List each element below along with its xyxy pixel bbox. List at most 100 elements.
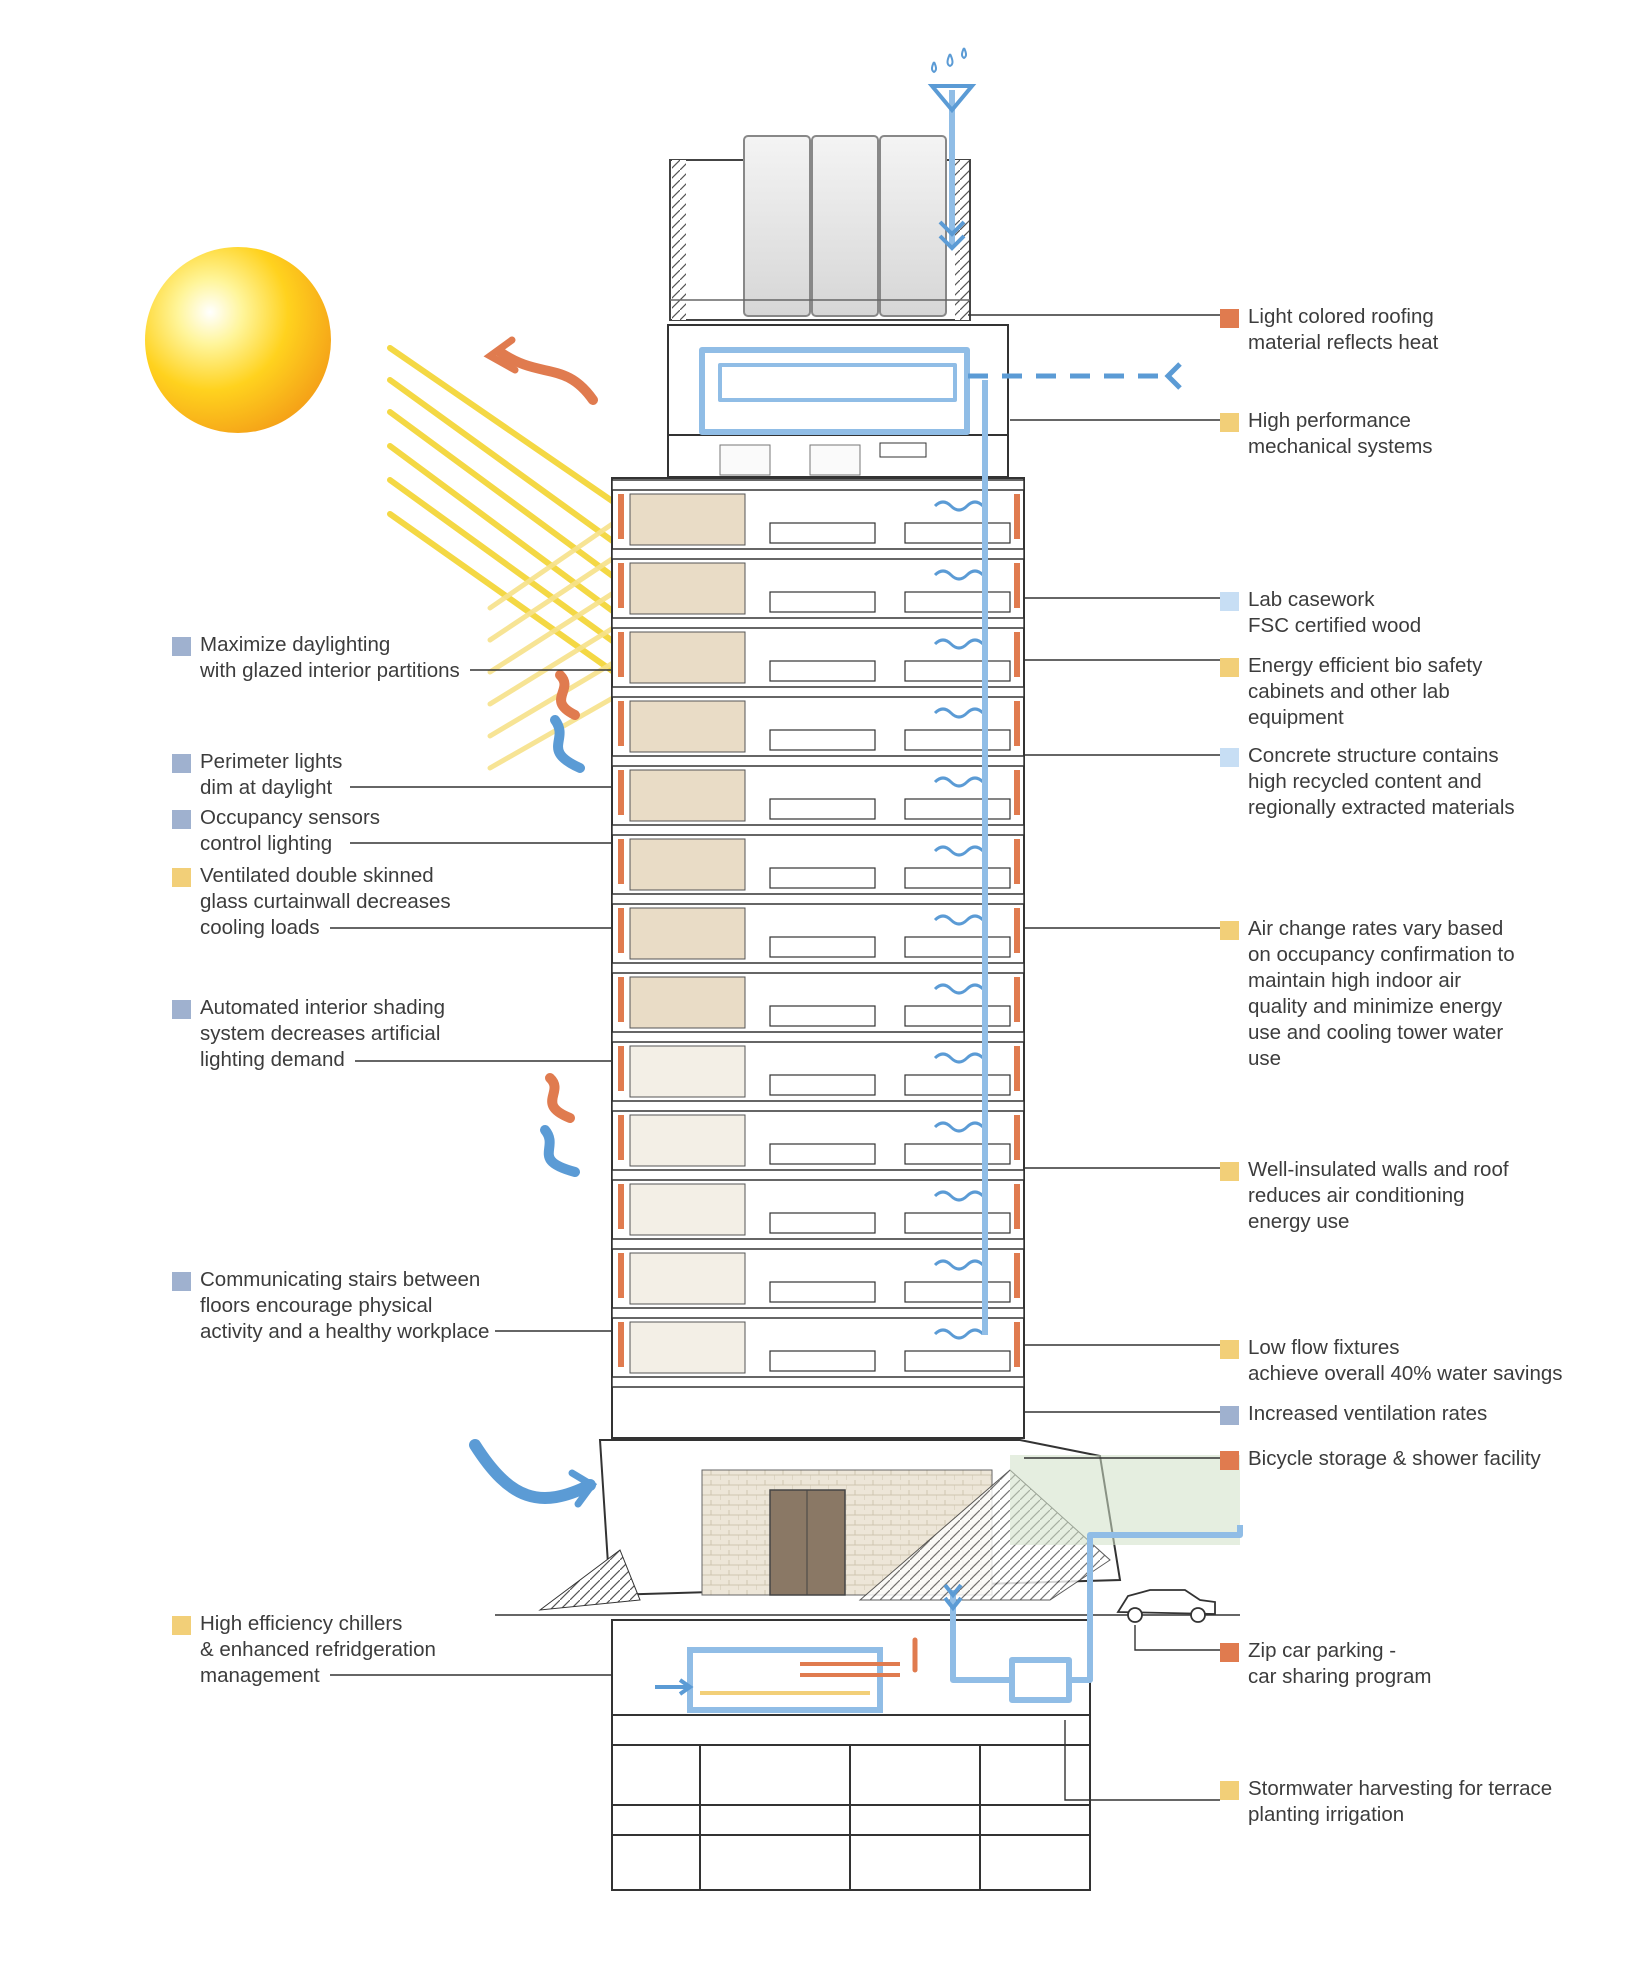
legend-swatch xyxy=(1220,921,1239,940)
lab-bench xyxy=(904,1212,1011,1234)
legend-swatch xyxy=(172,1616,191,1635)
legend-swatch xyxy=(1220,309,1239,328)
car-icon xyxy=(1116,1589,1216,1623)
legend-swatch xyxy=(1220,1781,1239,1800)
facade-accent xyxy=(618,770,624,815)
lab-bench xyxy=(769,936,876,958)
legend-swatch xyxy=(1220,748,1239,767)
lab-bench xyxy=(904,729,1011,751)
legend-swatch xyxy=(172,1000,191,1019)
facade-accent xyxy=(1014,563,1020,608)
floor-slab xyxy=(611,1238,1025,1250)
legend-swatch xyxy=(172,1272,191,1291)
airflow-squiggle xyxy=(933,914,985,926)
facade-accent xyxy=(618,494,624,539)
facade-accent xyxy=(618,1184,624,1229)
facade-accent xyxy=(618,839,624,884)
lab-bench xyxy=(904,1143,1011,1165)
lab-bench xyxy=(769,1350,876,1372)
facade-accent xyxy=(618,1322,624,1367)
lab-bench xyxy=(904,591,1011,613)
airflow-squiggle xyxy=(933,1121,985,1133)
lab-bench xyxy=(769,798,876,820)
rooftop-equipment xyxy=(669,135,971,321)
airflow-squiggle xyxy=(933,707,985,719)
facade-accent xyxy=(1014,1184,1020,1229)
office-bay xyxy=(629,769,746,822)
lab-bench xyxy=(904,660,1011,682)
office-bay xyxy=(629,976,746,1029)
facade-accent xyxy=(618,1115,624,1160)
legend-swatch xyxy=(1220,1451,1239,1470)
leader-lines xyxy=(330,314,1220,1801)
lab-bench xyxy=(769,1281,876,1303)
facade-accent xyxy=(618,1253,624,1298)
lab-bench xyxy=(904,798,1011,820)
facade-accent xyxy=(1014,977,1020,1022)
floor-slab xyxy=(611,479,1025,491)
lab-bench xyxy=(904,1350,1011,1372)
rain-inlet xyxy=(927,84,977,1612)
floor-slab xyxy=(611,824,1025,836)
office-bay xyxy=(629,631,746,684)
lab-bench xyxy=(769,591,876,613)
legend-swatch xyxy=(172,810,191,829)
lab-bench xyxy=(904,936,1011,958)
lab-bench xyxy=(904,867,1011,889)
legend-swatch xyxy=(1220,592,1239,611)
facade-accent xyxy=(618,977,624,1022)
lab-bench xyxy=(769,867,876,889)
facade-accent xyxy=(618,701,624,746)
legend-swatch xyxy=(1220,413,1239,432)
facade-accent xyxy=(1014,632,1020,677)
chiller-equipment xyxy=(655,1647,900,1713)
reflected-rays xyxy=(487,517,621,771)
facade-accent xyxy=(1014,701,1020,746)
floor-slab xyxy=(611,1100,1025,1112)
office-bay xyxy=(629,562,746,615)
lab-bench xyxy=(769,1074,876,1096)
floor-slab xyxy=(611,1376,1025,1388)
facade-accent xyxy=(1014,494,1020,539)
floor-slab xyxy=(611,1031,1025,1043)
facade-accent xyxy=(1014,1322,1020,1367)
office-bay xyxy=(629,1321,746,1374)
floor-slab xyxy=(611,962,1025,974)
legend-swatch xyxy=(1220,658,1239,677)
lab-bench xyxy=(769,1005,876,1027)
sun-rays xyxy=(387,345,621,678)
legend-swatch xyxy=(1220,1162,1239,1181)
facade-accent xyxy=(1014,1115,1020,1160)
floor-slab xyxy=(611,686,1025,698)
lab-bench xyxy=(769,729,876,751)
floor-slab xyxy=(611,1307,1025,1319)
air-supply-dashes xyxy=(968,362,1182,390)
office-bay xyxy=(629,907,746,960)
airflow-squiggle xyxy=(933,638,985,650)
office-bay xyxy=(629,1252,746,1305)
legend-swatch xyxy=(172,868,191,887)
legend-swatch xyxy=(1220,1406,1239,1425)
airflow-squiggle xyxy=(933,500,985,512)
office-bay xyxy=(629,838,746,891)
facade-accent xyxy=(1014,1253,1020,1298)
facade-accent xyxy=(618,1046,624,1091)
office-bay xyxy=(629,1183,746,1236)
facade-accent xyxy=(1014,839,1020,884)
mechanical-penthouse xyxy=(667,324,1009,478)
rain-drops-icon xyxy=(931,47,967,74)
floor-slab xyxy=(611,548,1025,560)
facade-accent xyxy=(618,563,624,608)
lab-bench xyxy=(904,1074,1011,1096)
airflow-squiggle xyxy=(933,1328,985,1340)
legend-swatch xyxy=(172,754,191,773)
lab-bench xyxy=(904,522,1011,544)
airflow-squiggle xyxy=(933,569,985,581)
airflow-squiggle xyxy=(933,1259,985,1271)
floor-slab xyxy=(611,755,1025,767)
facade-accent xyxy=(618,908,624,953)
podium-lobby xyxy=(495,1439,1240,1616)
office-bay xyxy=(629,700,746,753)
airflow-squiggle xyxy=(933,1052,985,1064)
